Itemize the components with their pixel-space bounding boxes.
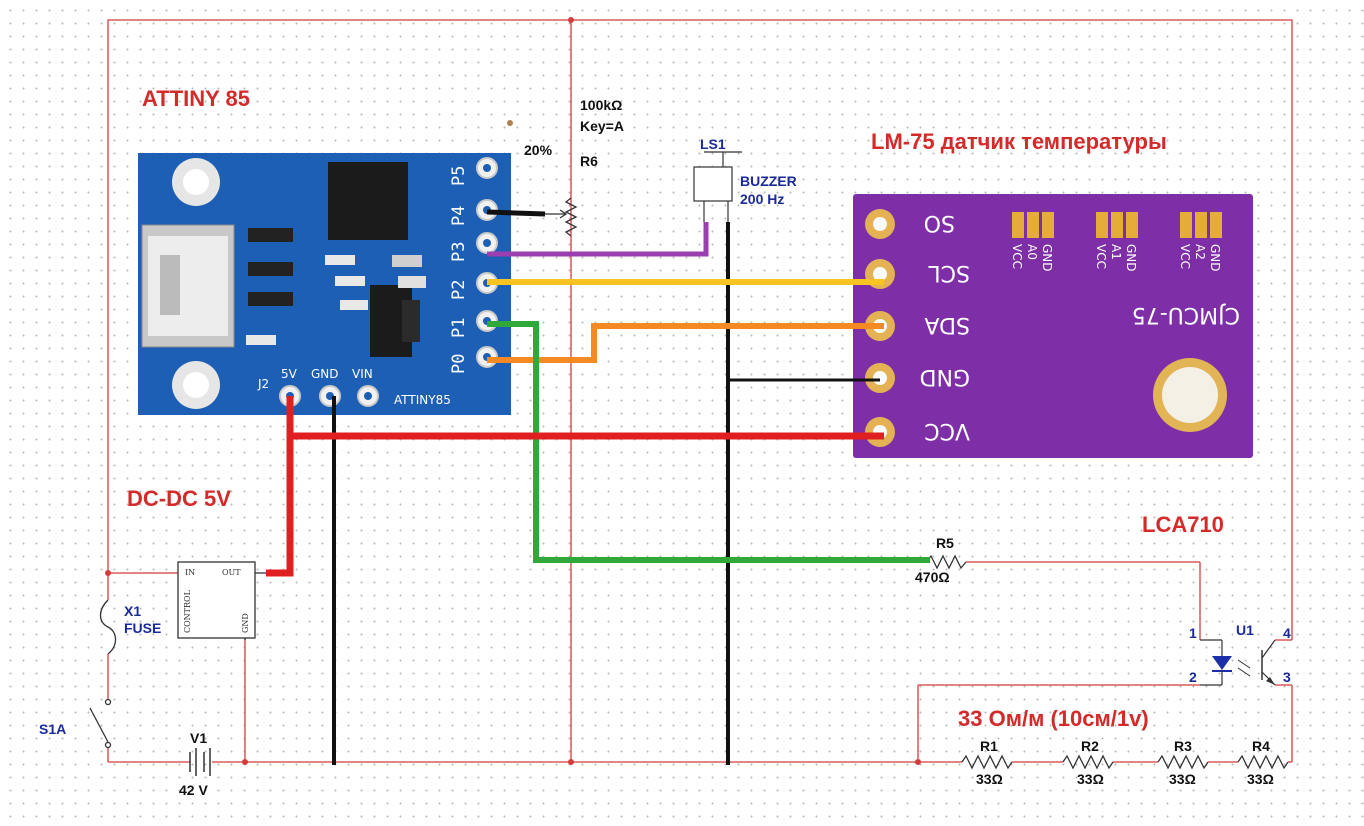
pot-ref: R6	[580, 153, 598, 169]
buzzer-name: BUZZER	[740, 173, 797, 189]
buzzer-freq: 200 Hz	[740, 191, 784, 207]
svg-text:GND: GND	[1124, 244, 1138, 272]
lm75-address-labels: VCC A0 GND VCC A1 GND VCC A2 GND	[1010, 244, 1222, 272]
dcdc-in-label: IN	[185, 568, 195, 577]
attiny-header-ref: J2	[257, 377, 269, 391]
svg-text:A2: A2	[1193, 244, 1207, 260]
lm75-board	[853, 194, 1253, 458]
pot-key: Key=A	[580, 118, 624, 134]
fuse-name: FUSE	[124, 620, 161, 636]
attiny-pin-label-p1: P1	[449, 318, 469, 338]
opto-pin-1: 1	[1189, 625, 1197, 641]
buzzer-ref: LS1	[700, 136, 726, 152]
opto-pin-3: 3	[1283, 669, 1291, 685]
dcdc-title: DC-DC 5V	[127, 486, 231, 511]
pot-percent: 20%	[524, 142, 553, 158]
wire-p4-pot	[486, 209, 546, 217]
r3-value: 33Ω	[1169, 771, 1196, 787]
r1-ref: R1	[980, 738, 998, 754]
fuse-ref: X1	[124, 603, 141, 619]
battery-value: 42 V	[179, 782, 208, 798]
r5-ref: R5	[936, 535, 954, 551]
dcdc-control-label: CONTROL	[183, 589, 192, 633]
attiny-pin-label-p5: P5	[449, 166, 469, 186]
r4-value: 33Ω	[1247, 771, 1274, 787]
wire-sda	[487, 323, 884, 363]
r2-ref: R2	[1081, 738, 1099, 754]
lm75-pin-label-scl: SCL	[928, 260, 970, 285]
opto-ref: U1	[1236, 622, 1254, 638]
dcdc-out-label: OUT	[222, 568, 241, 577]
attiny-pin-label-p0: P0	[449, 354, 469, 374]
switch-ref: S1A	[39, 721, 66, 737]
opto-pin-2: 2	[1189, 669, 1197, 685]
attiny-pin-label-5v: 5V	[281, 367, 298, 381]
potentiometer-r6	[545, 197, 578, 237]
resistor-r3	[1157, 754, 1209, 770]
dcdc-module	[177, 561, 270, 640]
pot-value: 100kΩ	[580, 97, 622, 113]
attiny-board-name: ATTINY85	[394, 393, 451, 407]
schematic-wires	[107, 19, 1293, 763]
junction-dots	[105, 17, 921, 765]
attiny-title: ATTINY 85	[142, 86, 250, 111]
r1-value: 33Ω	[976, 771, 1003, 787]
battery-ref: V1	[190, 730, 207, 746]
resistor-r2	[1062, 754, 1114, 770]
svg-text:A1: A1	[1109, 244, 1123, 260]
switch-s1a	[89, 698, 112, 749]
svg-text:GND: GND	[1208, 244, 1222, 272]
r3-ref: R3	[1174, 738, 1192, 754]
battery-v1	[189, 748, 211, 776]
svg-text:VCC: VCC	[1094, 244, 1108, 269]
r5-value: 470Ω	[915, 569, 950, 585]
jumper-wires	[266, 209, 930, 765]
resistor-r4	[1237, 754, 1289, 770]
wire-5v	[266, 396, 294, 577]
attiny-pin-label-p3: P3	[449, 242, 469, 262]
buzzer-ls1	[693, 151, 742, 222]
wire-p1-green	[487, 321, 930, 563]
wire-p3-buzzer	[487, 222, 709, 257]
attiny-pin-label-gnd: GND	[311, 367, 339, 381]
attiny-pin-label-p2: P2	[449, 280, 469, 300]
lm75-pin-label-sda: SDA	[924, 312, 970, 337]
lm75-board-name: CJMCU-75	[1132, 302, 1240, 327]
lca-title: LCA710	[1142, 512, 1224, 537]
lm75-pin-label-gnd: GND	[920, 364, 970, 389]
dcdc-gnd-label: GND	[241, 613, 250, 633]
stray-dot	[507, 120, 513, 126]
resistor-r5	[925, 554, 967, 570]
svg-text:VCC: VCC	[1178, 244, 1192, 269]
r4-ref: R4	[1252, 738, 1270, 754]
lm75-pin-label-vcc: VCC	[924, 418, 970, 443]
svg-text:VCC: VCC	[1010, 244, 1024, 269]
attiny-pin-label-p4: P4	[449, 206, 469, 226]
r2-value: 33Ω	[1077, 771, 1104, 787]
svg-text:GND: GND	[1040, 244, 1054, 272]
attiny85-board	[138, 153, 511, 415]
fuse-x1	[99, 599, 117, 655]
opto-pin-4: 4	[1283, 625, 1291, 641]
resistor-r1	[961, 754, 1013, 770]
heater-title: 33 Ом/м (10см/1v)	[958, 706, 1149, 731]
attiny-pin-label-vin: VIN	[352, 367, 373, 381]
lm75-pin-label-so: SO	[924, 210, 955, 235]
optocoupler-u1	[1200, 639, 1276, 686]
svg-text:A0: A0	[1025, 244, 1039, 260]
lm75-title: LM-75 датчик температуры	[871, 129, 1167, 154]
